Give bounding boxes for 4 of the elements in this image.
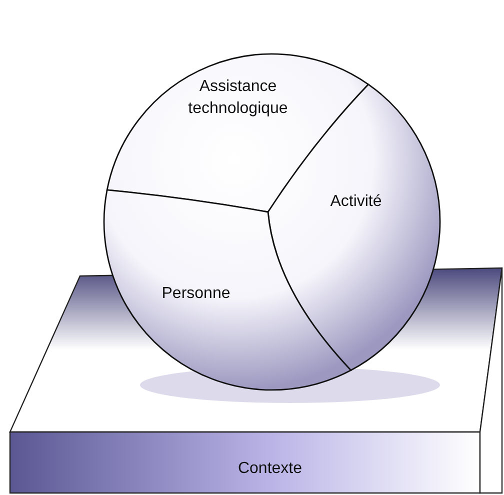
segment-label: Assistance technologique [188, 78, 288, 117]
segment-label: Personne [162, 285, 230, 302]
segment-label: Activité [330, 193, 382, 210]
platform-label: Contexte [238, 460, 302, 477]
